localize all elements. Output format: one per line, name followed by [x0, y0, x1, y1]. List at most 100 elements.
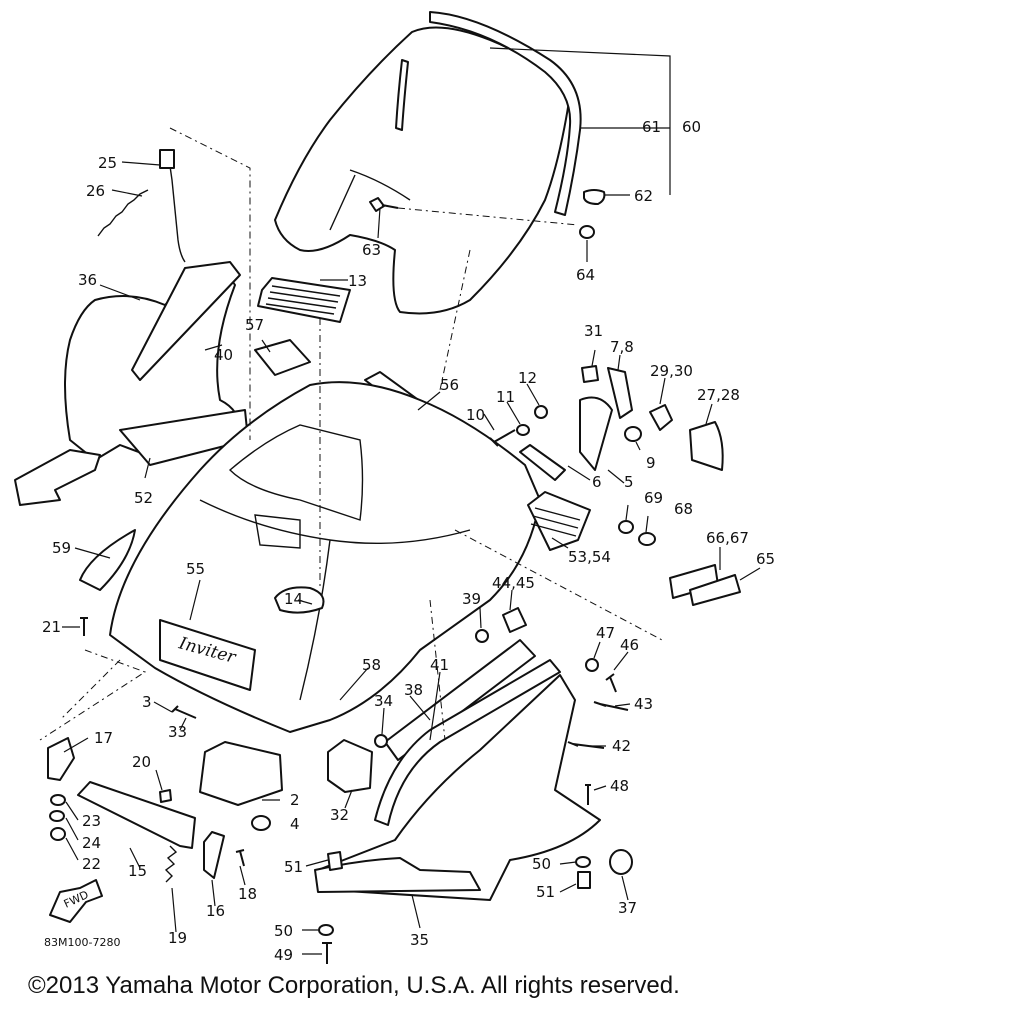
callout-numbers: 60 61 62 63 64 25 26 36 13 57 40 56 31 7…	[42, 118, 775, 964]
callout-9: 9	[646, 454, 656, 472]
callout-24: 24	[82, 834, 101, 852]
part-57-sticker	[254, 339, 311, 376]
callout-3: 3	[142, 693, 152, 711]
part-12-spacer	[534, 405, 548, 419]
windshield-trim	[429, 11, 582, 216]
part-42-bolt	[567, 741, 605, 749]
part-10-bolt	[489, 429, 516, 447]
part-16-bracket	[203, 831, 225, 879]
part-37-cap	[609, 849, 633, 875]
callout-29-30: 29,30	[650, 362, 693, 380]
part-51-nut-right	[577, 871, 591, 889]
callout-6: 6	[592, 473, 602, 491]
callout-25: 25	[98, 154, 117, 172]
part-2-block	[199, 741, 283, 806]
part-68-washer	[638, 532, 656, 546]
part-13-ribs	[265, 285, 341, 315]
part-21-bolt	[80, 617, 88, 636]
callout-44-45: 44,45	[492, 574, 535, 592]
part-65-reflector	[689, 574, 741, 606]
part-38-seal	[374, 659, 561, 826]
part-41-rail	[384, 639, 536, 761]
callout-66-67: 66,67	[706, 529, 749, 547]
callout-32: 32	[330, 806, 349, 824]
callout-57: 57	[245, 316, 264, 334]
callout-7-8: 7,8	[610, 338, 634, 356]
part-46-bolt	[605, 673, 617, 693]
part-3-bolt	[171, 705, 197, 719]
callout-16: 16	[206, 902, 225, 920]
part-43-bolt	[593, 701, 629, 711]
callout-23: 23	[82, 812, 101, 830]
callout-62: 62	[634, 187, 653, 205]
callout-14: 14	[284, 590, 303, 608]
part-6-bracket	[519, 444, 566, 481]
callout-41: 41	[430, 656, 449, 674]
callout-59: 59	[52, 539, 71, 557]
callout-58: 58	[362, 656, 381, 674]
part-69-nut	[618, 520, 634, 534]
callout-22: 22	[82, 855, 101, 873]
callout-17: 17	[94, 729, 113, 747]
part-7-bracket	[607, 367, 633, 419]
part-47-nut	[585, 658, 599, 672]
callout-46: 46	[620, 636, 639, 654]
part-18-bolt	[235, 849, 245, 867]
assembly-lines	[39, 127, 663, 741]
part-15-bumper	[77, 781, 196, 849]
callout-50-right: 50	[532, 855, 551, 873]
part-32-block	[327, 739, 373, 793]
callout-5: 5	[624, 473, 634, 491]
part-31-nut	[581, 365, 599, 383]
callout-51-right: 51	[536, 883, 555, 901]
callout-43: 43	[634, 695, 653, 713]
callout-33: 33	[168, 723, 187, 741]
part-39-grommet	[475, 629, 489, 643]
part-27-cover	[689, 421, 724, 471]
part-23-washer	[50, 794, 66, 806]
callout-15: 15	[128, 862, 147, 880]
windshield	[274, 26, 571, 315]
callout-34: 34	[374, 692, 393, 710]
callout-20: 20	[132, 753, 151, 771]
callout-36: 36	[78, 271, 97, 289]
callout-12: 12	[518, 369, 537, 387]
callout-26: 26	[86, 182, 105, 200]
callout-50-left: 50	[274, 922, 293, 940]
callout-38: 38	[404, 681, 423, 699]
callout-42: 42	[612, 737, 631, 755]
part-26-spring	[97, 189, 149, 237]
part-50-washer-right	[575, 856, 591, 868]
part-62-grommet	[583, 189, 606, 205]
callout-69: 69	[644, 489, 663, 507]
callout-10: 10	[466, 406, 485, 424]
callout-37: 37	[618, 899, 637, 917]
callout-61: 61	[642, 118, 661, 136]
part-11-washer	[516, 424, 530, 436]
part-25-cable	[167, 151, 186, 263]
callout-56: 56	[440, 376, 459, 394]
fwd-arrow: FWD	[49, 879, 103, 923]
callout-51-left: 51	[284, 858, 303, 876]
part-24-washer	[49, 810, 65, 822]
callout-11: 11	[496, 388, 515, 406]
callout-52: 52	[134, 489, 153, 507]
callout-35: 35	[410, 931, 429, 949]
diagram-code: 83M100-7280	[44, 936, 120, 949]
part-40-rail	[131, 261, 241, 381]
part-53-vent	[527, 491, 591, 551]
callout-64: 64	[576, 266, 595, 284]
copyright-notice: ©2013 Yamaha Motor Corporation, U.S.A. A…	[28, 972, 680, 999]
callout-63: 63	[362, 241, 381, 259]
callout-27-28: 27,28	[697, 386, 740, 404]
part-29-fitting	[649, 404, 673, 431]
callout-2: 2	[290, 791, 300, 809]
part-59-clip	[79, 529, 136, 591]
part-64-nut	[579, 225, 595, 239]
callout-65: 65	[756, 550, 775, 568]
windshield-edge-trim	[395, 59, 409, 131]
part-36-lower-panel	[14, 449, 101, 506]
callout-13: 13	[348, 272, 367, 290]
callout-18: 18	[238, 885, 257, 903]
